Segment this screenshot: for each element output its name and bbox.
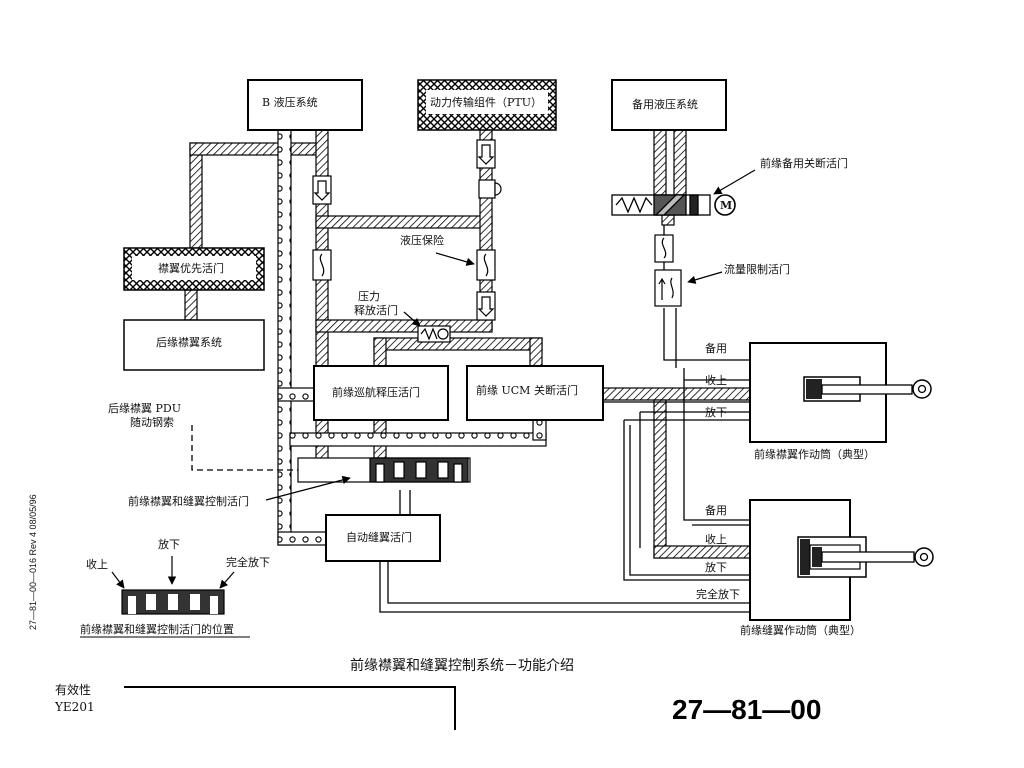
svg-text:动力传输组件（PTU）: 动力传输组件（PTU） [430, 95, 542, 109]
slat-port-full-extend: 完全放下 [696, 587, 740, 601]
le-ucm-shutoff-valve-box: 前缘 UCM 关断活门 [466, 365, 604, 421]
flow-limit-valve-label: 流量限制活门 [724, 262, 790, 276]
te-pdu-cable-label-1: 后缘襟翼 PDU [108, 402, 181, 415]
effectivity-label: 有效性 [55, 682, 91, 697]
plain-lines [379, 225, 751, 613]
le-cruise-relief-valve-box: 前缘巡航释压活门 [313, 365, 449, 421]
legend-extend: 放下 [158, 537, 180, 551]
le-standby-shutoff-valve [611, 194, 711, 216]
pressure-relief-valve-symbol [417, 325, 451, 343]
effectivity-value: YE201 [54, 700, 95, 714]
pressure-relief-label-2: 释放活门 [354, 303, 398, 317]
flap-actuator-label: 前缘襟翼作动筒（典型） [754, 447, 875, 461]
hydraulic-fuse-right-symbol [476, 249, 496, 281]
svg-text:M: M [720, 199, 732, 212]
motor-icon: M [714, 194, 736, 216]
flow-limit-valve-symbol [654, 269, 682, 307]
slat-port-retract: 收上 [705, 532, 727, 546]
b-hydraulic-system-box: B 液压系统 [247, 79, 363, 131]
svg-text:自动缝翼活门: 自动缝翼活门 [346, 530, 412, 544]
slat-port-extend: 放下 [705, 560, 727, 574]
flap-port-standby: 备用 [705, 341, 727, 355]
le-control-valve-spool [297, 457, 471, 483]
le-slat-actuator [749, 499, 934, 621]
flow-arrow-lower-symbol [476, 291, 496, 321]
svg-text:前缘 UCM 关断活门: 前缘 UCM 关断活门 [476, 383, 578, 397]
flow-arrow-symbol [312, 175, 332, 205]
ptu-check-valve-symbol [478, 179, 502, 199]
slat-actuator-label: 前缘缝翼作动筒（典型） [740, 623, 861, 637]
legend-full-extend: 完全放下 [226, 555, 270, 569]
side-revision-note: 27—81—00—016 Rev 4 08/05/96 [28, 494, 38, 630]
flap-port-extend: 放下 [705, 405, 727, 419]
ptu-box: 动力传输组件（PTU） [417, 79, 557, 131]
slat-port-standby: 备用 [705, 503, 727, 517]
footer-rule [124, 686, 456, 730]
diagram-title: 前缘襟翼和缝翼控制系统－功能介绍 [350, 657, 574, 674]
le-flap-actuator [749, 342, 932, 443]
doc-number: 27—81—00 [672, 694, 821, 725]
legend-caption: 前缘襟翼和缝翼控制活门的位置 [80, 622, 234, 636]
flap-priority-valve-box: 襟翼优先活门 [123, 247, 265, 291]
flap-port-retract: 收上 [705, 373, 727, 387]
valve-position-legend: 收上 放下 完全放下 前缘襟翼和缝翼控制活门的位置 [80, 537, 270, 638]
standby-hydraulic-box: 备用液压系统 [611, 79, 727, 131]
legend-retract: 收上 [86, 557, 108, 571]
svg-text:襟翼优先活门: 襟翼优先活门 [158, 261, 224, 275]
te-pdu-cable-label-2: 随动钢索 [130, 415, 174, 429]
svg-text:B 液压系统: B 液压系统 [262, 95, 318, 109]
svg-text:后缘襟翼系统: 后缘襟翼系统 [156, 336, 222, 349]
auto-slat-valve-box: 自动缝翼活门 [325, 514, 441, 562]
svg-text:备用液压系统: 备用液压系统 [632, 97, 698, 111]
hydraulic-fuse-label: 液压保险 [400, 233, 444, 247]
le-control-valve-label: 前缘襟翼和缝翼控制活门 [128, 494, 249, 508]
standby-fuse-symbol [654, 234, 674, 263]
pressure-lines [184, 129, 751, 559]
svg-text:前缘巡航释压活门: 前缘巡航释压活门 [332, 385, 420, 399]
hydraulic-fuse-left-symbol [312, 249, 332, 281]
le-standby-shutoff-valve-label: 前缘备用关断活门 [760, 156, 848, 170]
te-flap-system-box: 后缘襟翼系统 [123, 319, 265, 371]
pressure-relief-label-1: 压力 [358, 290, 380, 303]
ptu-flow-arrow-symbol [476, 139, 496, 169]
